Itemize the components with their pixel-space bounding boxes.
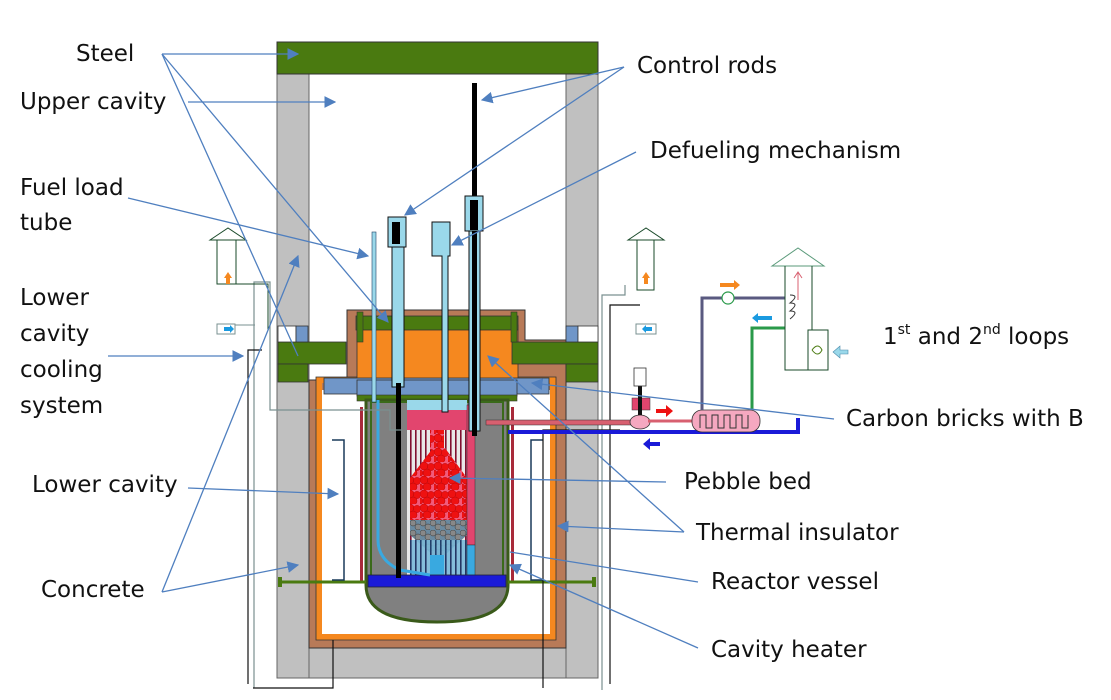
- blue-right-arrow-icon: [224, 325, 234, 333]
- label-lower-cavity-cooling-line1: Lower: [20, 285, 89, 311]
- loops-end: loops: [1000, 324, 1070, 350]
- light-blue-left-arrow-icon: [832, 345, 849, 359]
- blue-left-arrow-icon: [752, 313, 772, 323]
- control-rod-left: [387, 216, 407, 578]
- label-lower-cavity: Lower cavity: [32, 472, 178, 498]
- control-rod-right: [464, 83, 484, 436]
- label-lower-cavity-cooling-line3: cooling: [20, 357, 103, 383]
- label-lower-cavity-cooling-line4: system: [20, 393, 104, 419]
- label-concrete: Concrete: [41, 577, 145, 603]
- loops-and: and 2: [910, 324, 983, 350]
- loops-first: 1: [883, 324, 898, 350]
- label-reactor-vessel: Reactor vessel: [711, 569, 879, 595]
- defueling-mechanism: [431, 221, 451, 413]
- label-pebble-bed: Pebble bed: [684, 469, 812, 495]
- pump-icon: [721, 291, 735, 305]
- label-thermal-insulator: Thermal insulator: [696, 520, 899, 546]
- steel-roof: [276, 41, 599, 75]
- blue-left-arrow-icon: [642, 325, 652, 333]
- label-steel: Steel: [76, 41, 135, 67]
- orange-up-arrow-icon: [642, 272, 650, 284]
- air-cooler: [770, 247, 829, 371]
- label-loops: 1st and 2nd loops: [883, 312, 1069, 356]
- core: [367, 400, 507, 588]
- pebble-bed: [410, 448, 467, 520]
- loops-second-sup: nd: [982, 322, 1001, 338]
- label-lower-cavity-cooling-line2: cavity: [20, 321, 90, 347]
- label-fuel-load-tube-line2: tube: [20, 210, 73, 236]
- label-cavity-heater: Cavity heater: [711, 637, 867, 663]
- label-carbon-bricks: Carbon bricks with B: [846, 406, 1084, 432]
- blue-left-arrow-icon: [643, 438, 660, 450]
- cavity-heaters: [360, 407, 514, 582]
- fuel-load-tube: [371, 231, 377, 403]
- label-control-rods: Control rods: [637, 53, 778, 79]
- left-chimney: [208, 227, 269, 335]
- loops-first-sup: st: [897, 322, 911, 338]
- cooling-panels: [247, 281, 640, 690]
- label-fuel-load-tube-line1: Fuel load: [20, 175, 124, 201]
- label-upper-cavity: Upper cavity: [20, 89, 167, 115]
- support-beams: [278, 577, 596, 587]
- orange-up-arrow-icon: [224, 272, 232, 284]
- label-defueling-mechanism: Defueling mechanism: [650, 138, 902, 164]
- coolant-loops: [485, 291, 800, 434]
- red-right-arrow-icon: [656, 405, 673, 417]
- leader-lines: [108, 48, 835, 649]
- orange-right-arrow-icon: [720, 280, 740, 290]
- carbon-bricks: [323, 377, 550, 402]
